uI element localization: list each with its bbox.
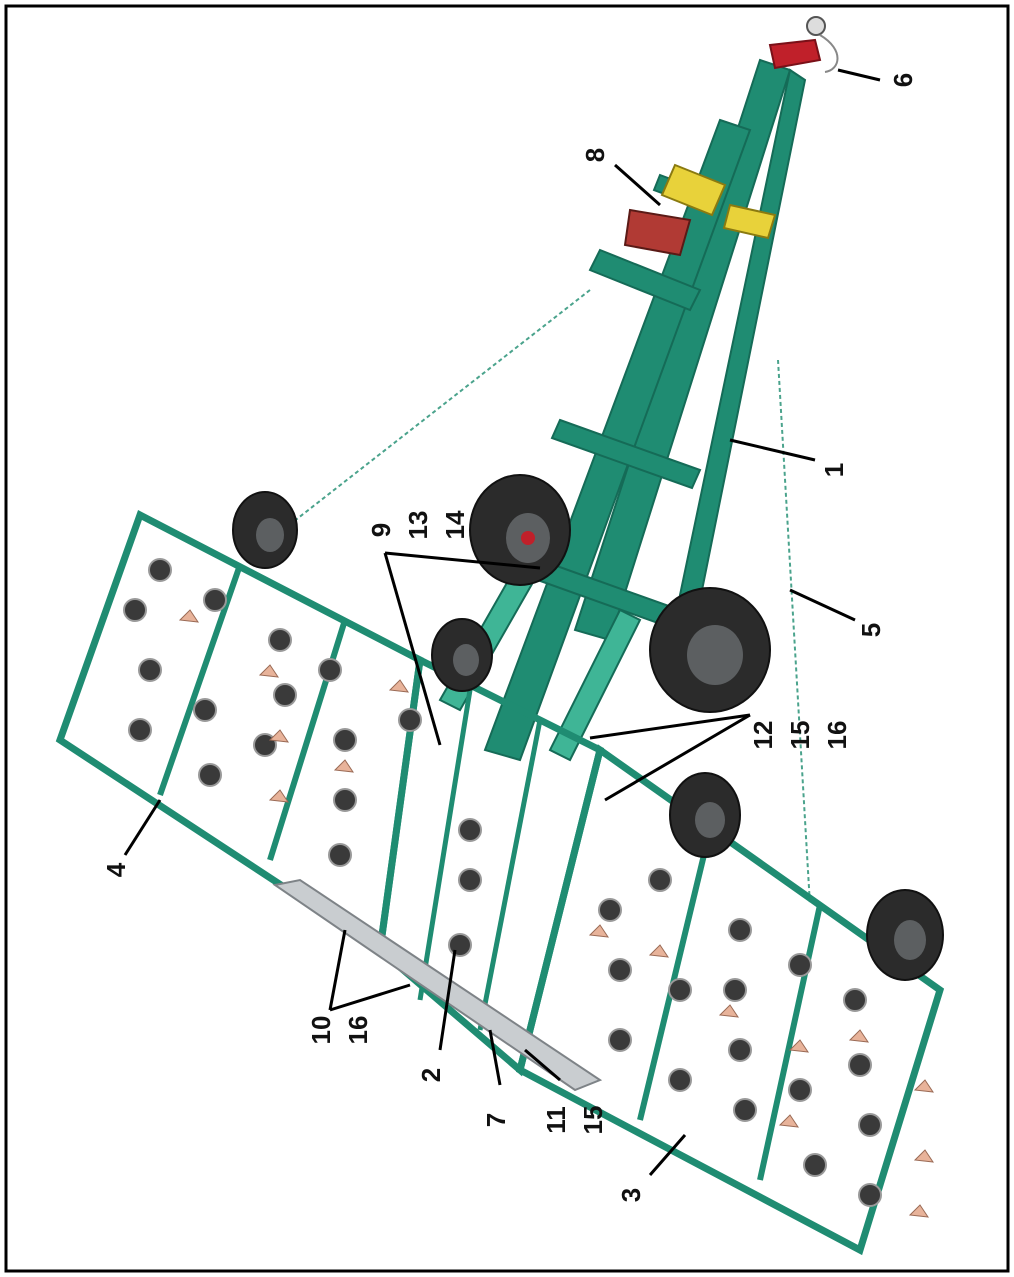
transport-wheels — [469, 474, 771, 713]
callout-labels: 1 5 6 8 9 13 14 12 15 16 4 10 16 2 7 11 … — [101, 73, 918, 1202]
drawbar-frame — [483, 58, 807, 762]
callout-3: 3 — [616, 1188, 646, 1202]
callout-11: 11 — [541, 1106, 571, 1134]
callout-4: 4 — [101, 862, 131, 877]
callout-16-top: 16 — [822, 721, 852, 750]
callout-8: 8 — [580, 148, 610, 162]
right-wing-frame — [515, 744, 945, 1256]
callout-10: 10 — [306, 1016, 336, 1045]
callout-5: 5 — [856, 623, 886, 637]
diagram-border — [4, 4, 1010, 1273]
callout-6: 6 — [888, 73, 918, 87]
callout-7: 7 — [481, 1113, 511, 1127]
leader-lines — [123, 68, 881, 1176]
callout-13: 13 — [403, 511, 433, 540]
tines — [178, 609, 935, 1218]
rear-roller — [272, 878, 603, 1092]
wing-cable-right — [777, 359, 811, 906]
callout-12: 12 — [748, 721, 778, 750]
valve-block — [623, 163, 777, 257]
left-wing-frame — [55, 510, 424, 956]
callout-15-top: 15 — [785, 721, 815, 750]
wing-cable-left — [269, 289, 591, 541]
callout-16-bottom: 16 — [343, 1016, 373, 1045]
hitch — [768, 16, 839, 73]
callout-2: 2 — [416, 1068, 446, 1082]
gauge-wheels — [232, 491, 944, 981]
disc-gangs — [123, 558, 882, 1207]
callout-14: 14 — [440, 510, 470, 539]
callout-1: 1 — [819, 463, 849, 477]
callout-9: 9 — [366, 523, 396, 537]
callout-15-bottom: 15 — [578, 1106, 608, 1135]
